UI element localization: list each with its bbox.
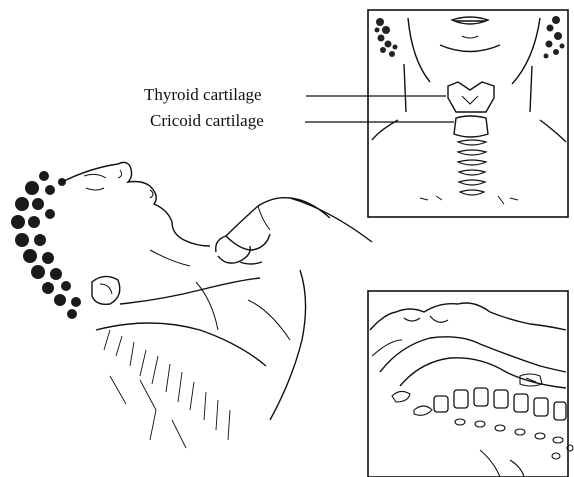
neck-line xyxy=(120,278,260,304)
face-profile xyxy=(62,162,210,246)
patient-hair xyxy=(11,171,81,319)
neck-front-view-inset xyxy=(368,10,568,217)
thyroid-cartilage-label: Thyroid cartilage xyxy=(144,86,262,103)
nostril xyxy=(118,170,122,178)
inset-frame-top xyxy=(368,10,568,217)
inset-frame-bottom xyxy=(368,291,568,477)
closed-eye xyxy=(86,188,104,190)
shoulder-outline xyxy=(96,270,306,420)
patient-figure xyxy=(11,162,372,448)
shirt-shading xyxy=(104,330,230,448)
ear xyxy=(92,276,120,304)
lips xyxy=(150,190,153,198)
examiner-hand xyxy=(216,198,330,264)
sagittal-section-inset xyxy=(368,291,573,477)
cricoid-cartilage-label: Cricoid cartilage xyxy=(150,112,264,129)
